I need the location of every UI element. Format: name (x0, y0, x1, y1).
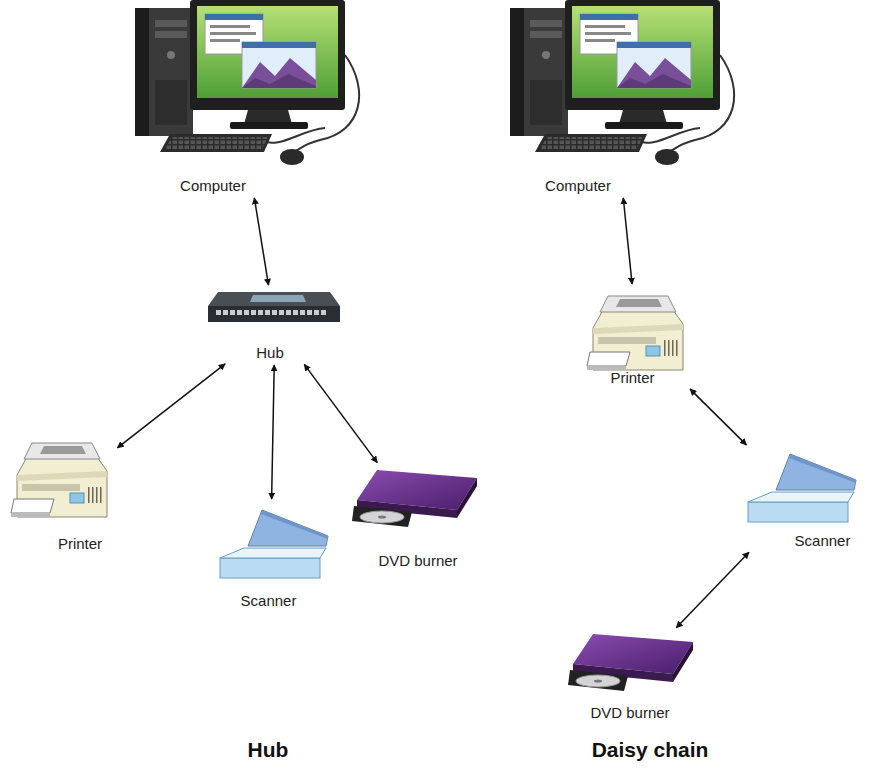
scanner-node: Scanner (738, 447, 863, 550)
device-label: Scanner (795, 532, 851, 550)
connector-arrow (623, 198, 632, 284)
dvd-node: DVD burner (560, 630, 700, 722)
connector-arrow (676, 552, 749, 628)
computer-icon (135, 0, 359, 165)
dvd-icon (352, 470, 477, 527)
device-label: Printer (58, 535, 102, 553)
printer-node: Printer (580, 287, 695, 387)
printer-icon (587, 296, 683, 370)
connector-arrow (254, 198, 268, 285)
device-label: DVD burner (378, 552, 457, 570)
hub-node: Hub (205, 288, 345, 362)
scanner-icon (220, 510, 328, 578)
device-label: Computer (545, 177, 611, 195)
scanner-node: Scanner (213, 502, 328, 610)
connector-arrow (272, 365, 275, 499)
printer-node: Printer (5, 432, 115, 553)
device-label: Scanner (241, 592, 297, 610)
connector-arrow (690, 389, 746, 445)
hub-icon (208, 292, 340, 322)
dvd-icon (568, 634, 693, 691)
connector-arrow (117, 364, 225, 448)
computer-node: Computer (128, 0, 348, 195)
device-label: Hub (256, 344, 284, 362)
computer-icon (510, 0, 734, 165)
device-label: Printer (610, 369, 654, 387)
device-label: Computer (180, 177, 246, 195)
printer-icon (11, 443, 107, 517)
panel-heading: Daisy chain (592, 738, 709, 762)
panel-heading: Hub (248, 738, 289, 762)
dvd-node: DVD burner (343, 465, 493, 570)
device-label: DVD burner (590, 704, 669, 722)
computer-node: Computer (503, 0, 723, 195)
scanner-icon (748, 454, 856, 522)
connector-arrow (304, 364, 377, 462)
